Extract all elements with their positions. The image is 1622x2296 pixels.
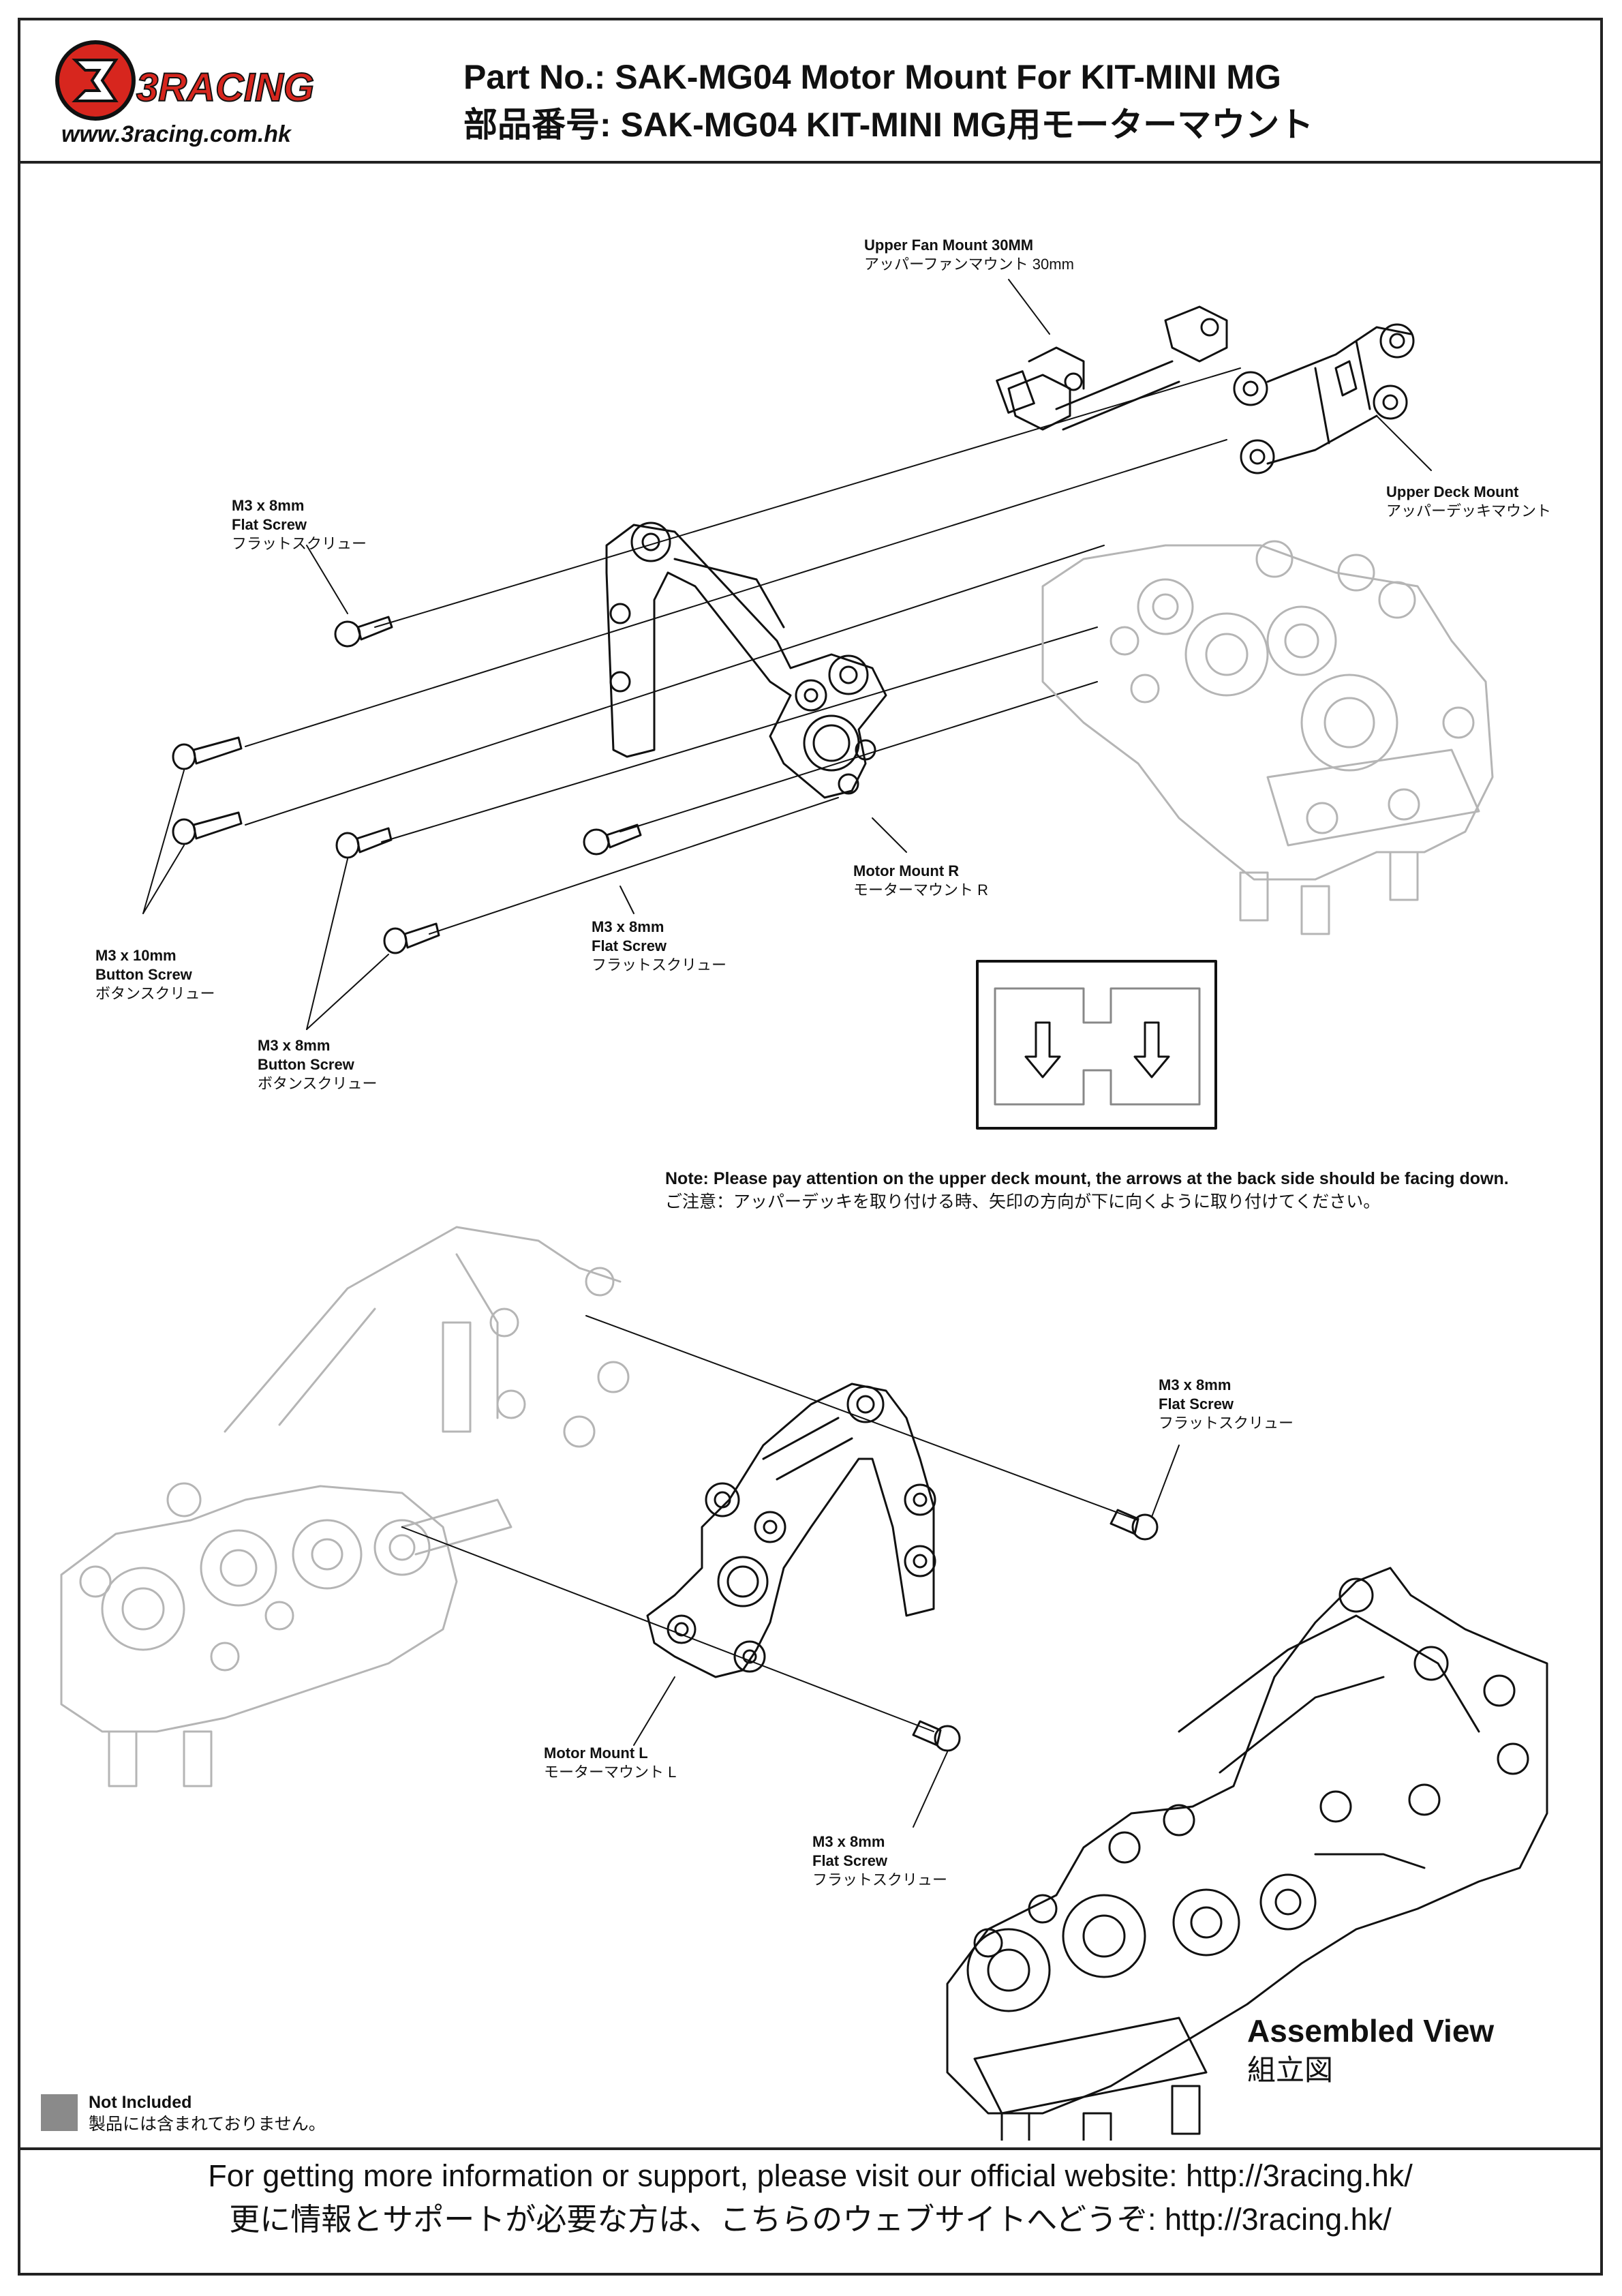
callout-text-jp: フラットスクリュー <box>592 956 727 973</box>
logo-url: www.3racing.com.hk <box>61 121 292 147</box>
footer-text-en: For getting more information or support,… <box>208 2158 1413 2193</box>
callout-flat-screw-right: M3 x 8mm Flat Screw フラットスクリュー <box>1159 1376 1294 1433</box>
callout-button-screw-8: M3 x 8mm Button Screw ボタンスクリュー <box>258 1036 378 1093</box>
callout-text-jp: モーターマウント L <box>544 1764 677 1781</box>
note-japanese: ご注意：アッパーデッキを取り付ける時、矢印の方向が下に向くように取り付けてくださ… <box>665 1192 1381 1211</box>
callout-size: M3 x 8mm <box>258 1037 331 1054</box>
screw-flat-right <box>1110 1509 1159 1541</box>
callout-text-jp: ボタンスクリュー <box>95 985 215 1002</box>
screw-flat-mid <box>583 824 642 856</box>
callout-text-en: Button Screw <box>95 966 192 983</box>
callout-upper-fan-mount: Upper Fan Mount 30MM アッパーファンマウント 30mm <box>864 236 1074 274</box>
callout-upper-deck-mount: Upper Deck Mount アッパーデッキマウント <box>1386 483 1551 521</box>
legend-text-jp: 製品には含まれておりません。 <box>89 2115 326 2134</box>
logo-emblem-icon <box>55 40 136 121</box>
callout-flat-screw-mid: M3 x 8mm Flat Screw フラットスクリュー <box>592 918 726 975</box>
title-english: Part No.: SAK-MG04 Motor Mount For KIT-M… <box>463 58 1281 96</box>
callout-text-en: Flat Screw <box>812 1852 888 1869</box>
screw-button-8-a <box>335 827 393 859</box>
legend-text-en: Not Included <box>89 2093 192 2112</box>
callout-text-en: Flat Screw <box>1159 1395 1234 1413</box>
assembly-lines-top <box>245 367 1241 935</box>
callout-text-jp: フラットスクリュー <box>812 1871 948 1888</box>
callout-size: M3 x 8mm <box>592 918 664 935</box>
callout-motor-mount-r: Motor Mount R モーターマウント R <box>853 862 988 900</box>
note-english: Note: Please pay attention on the upper … <box>665 1169 1509 1188</box>
callout-text-en: Flat Screw <box>592 937 667 954</box>
callout-text-en: Upper Fan Mount 30MM <box>864 237 1034 254</box>
callout-motor-mount-l: Motor Mount L モーターマウント L <box>544 1744 676 1782</box>
title-japanese: 部品番号: SAK-MG04 KIT-MINI MG用モーターマウント <box>463 106 1314 144</box>
callout-text-en: Motor Mount R <box>853 862 960 879</box>
gearbox-not-included-top <box>1041 540 1494 935</box>
header-divider <box>18 161 1603 164</box>
assembled-view-drawing <box>946 1567 1548 2141</box>
footer-divider <box>18 2147 1603 2150</box>
legend-swatch <box>41 2094 78 2131</box>
callout-text-jp: フラットスクリュー <box>232 535 367 552</box>
motor-mount-l-part <box>646 1383 936 1678</box>
callout-text-en: Upper Deck Mount <box>1386 483 1519 500</box>
page-frame <box>18 18 1603 2276</box>
upper-deck-mount-part <box>1233 323 1415 474</box>
footer-text-jp: 更に情報とサポートが必要な方は、こちらのウェブサイトへどうぞ: http://3… <box>229 2202 1392 2237</box>
assembly-lines-bottom <box>401 1315 1139 1732</box>
motor-mount-r-part <box>605 522 887 799</box>
callout-text-jp: アッパーデッキマウント <box>1386 502 1552 519</box>
screw-button-8-b <box>383 922 440 954</box>
callout-size: M3 x 10mm <box>95 947 177 964</box>
callout-text-jp: ボタンスクリュー <box>258 1075 378 1092</box>
callout-text-jp: モーターマウント R <box>853 881 989 898</box>
callout-size: M3 x 8mm <box>232 497 305 514</box>
callout-text-jp: アッパーファンマウント 30mm <box>864 256 1074 273</box>
leader-lines-bottom <box>633 1445 1180 1828</box>
arrow-inset-box <box>976 960 1217 1130</box>
callout-text-en: Flat Screw <box>232 516 307 533</box>
callout-flat-screw-bottom: M3 x 8mm Flat Screw フラットスクリュー <box>812 1832 947 1890</box>
callout-size: M3 x 8mm <box>1159 1376 1231 1393</box>
exploded-diagram <box>60 279 1548 2141</box>
screw-button-10-a <box>172 736 243 770</box>
assembled-view-label: Assembled View 組立図 <box>1247 2011 1494 2090</box>
screw-flat-top <box>334 616 393 648</box>
arrow-down-icon <box>1024 1021 1061 1078</box>
legend-not-included: Not Included 製品には含まれておりません。 <box>41 2091 326 2135</box>
callout-size: M3 x 8mm <box>812 1833 885 1850</box>
leader-lines-top <box>142 279 1432 1030</box>
screw-button-10-b <box>172 811 243 845</box>
callout-text-en: Button Screw <box>258 1056 354 1073</box>
callout-text-en: Motor Mount L <box>544 1744 648 1762</box>
callout-flat-screw-top: M3 x 8mm Flat Screw フラットスクリュー <box>232 496 367 554</box>
assembled-view-en: Assembled View <box>1247 2013 1495 2049</box>
callout-button-screw-10: M3 x 10mm Button Screw ボタンスクリュー <box>95 946 215 1003</box>
assembled-view-jp: 組立図 <box>1247 2054 1334 2086</box>
gearbox-not-included-bottom <box>60 1226 630 1787</box>
callout-text-jp: フラットスクリュー <box>1159 1415 1294 1432</box>
screw-flat-bottom <box>912 1720 961 1752</box>
installation-note: Note: Please pay attention on the upper … <box>665 1167 1509 1213</box>
3racing-logo: 3RACING www.3racing.com.hk <box>55 40 315 147</box>
upper-fan-mount-part <box>996 305 1228 431</box>
arrow-down-icon-2 <box>1133 1021 1170 1078</box>
document-title: Part No.: SAK-MG04 Motor Mount For KIT-M… <box>463 53 1313 149</box>
logo-wordmark: 3RACING <box>136 65 314 110</box>
footer: For getting more information or support,… <box>20 2154 1600 2241</box>
